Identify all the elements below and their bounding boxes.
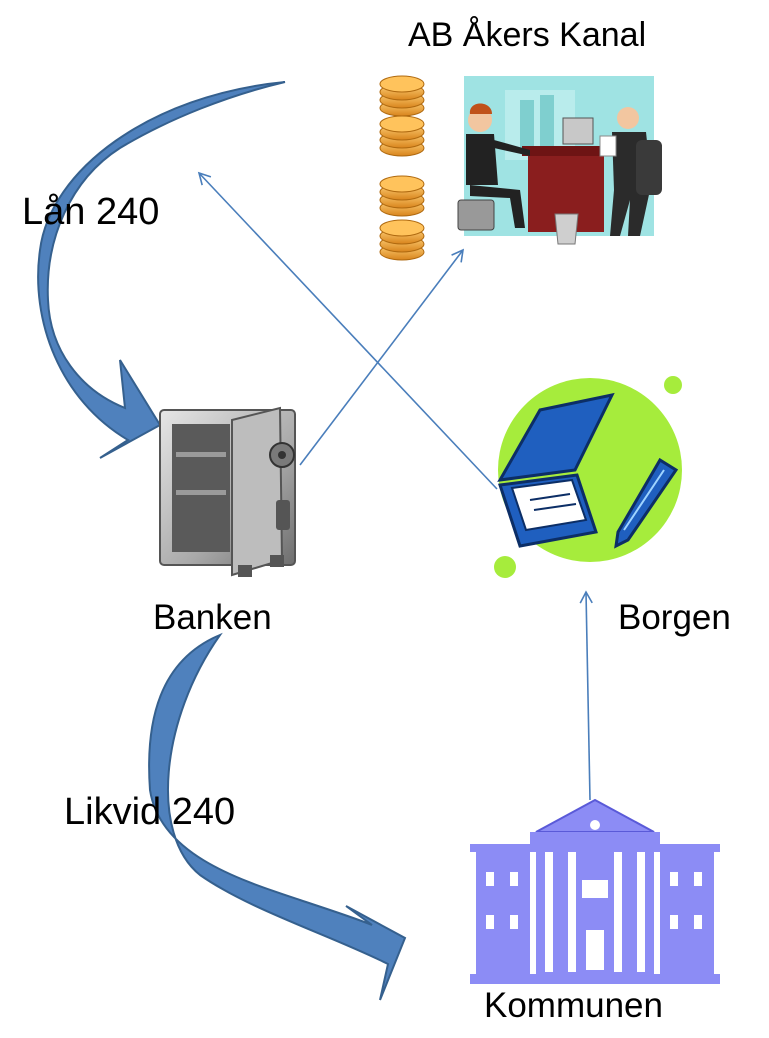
office-meeting-icon — [457, 76, 662, 245]
liquid-flow-label: Likvid 240 — [64, 791, 236, 833]
coin-stacks-icon — [379, 75, 425, 261]
liquid-flow-arrow — [148, 632, 407, 1001]
loan-flow-arrow — [37, 81, 286, 459]
bank-label: Banken — [153, 598, 272, 637]
guarantee-label: Borgen — [618, 598, 731, 637]
loan-flow-label: Lån 240 — [22, 191, 160, 233]
bank-safe-icon — [159, 406, 296, 577]
guarantee-checkbook-icon — [494, 376, 682, 578]
municipality-label: Kommunen — [484, 986, 663, 1025]
connector-municipality-to-guarantee — [579, 590, 593, 801]
connector-bank-to-company — [299, 248, 465, 466]
municipality-building-icon — [470, 798, 720, 984]
connector-guarantee-to-company — [197, 171, 498, 490]
company-label: AB Åkers Kanal — [408, 16, 647, 54]
